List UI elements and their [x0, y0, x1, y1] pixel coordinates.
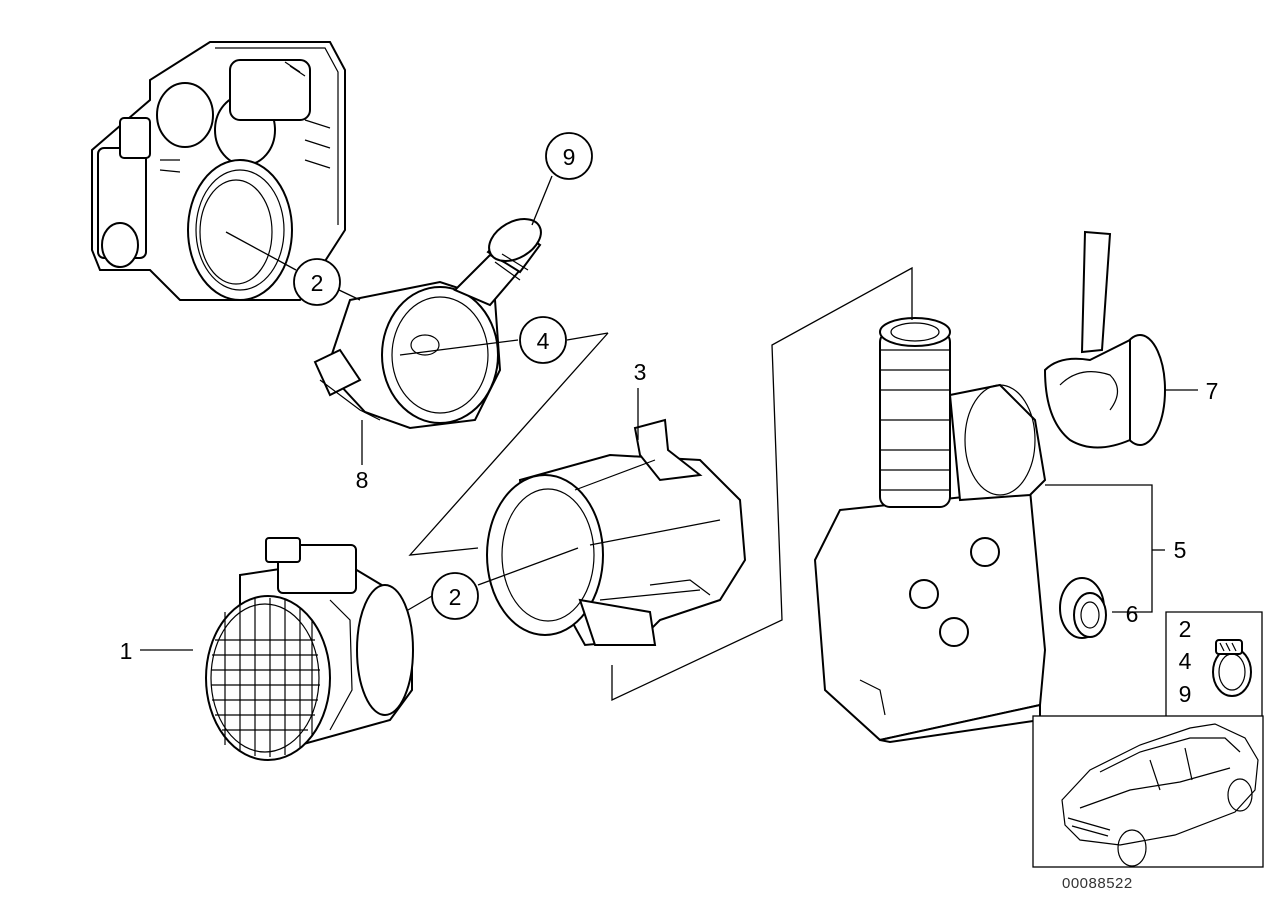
clamp-legend-item: 4 [1179, 648, 1192, 674]
callout-1: 1 [120, 638, 133, 664]
intake-elbow [313, 218, 542, 430]
hose-clamp-icon [1212, 639, 1252, 697]
air-duct [486, 418, 747, 647]
callout-2-bottom: 2 [431, 572, 479, 620]
diagram-number: 00088522 [1062, 875, 1133, 892]
callout-3: 3 [634, 359, 647, 385]
clamp-legend-item: 2 [1179, 616, 1192, 642]
car-silhouette-icon [1061, 723, 1259, 867]
callout-4: 4 [519, 316, 567, 364]
callout-2-top: 2 [293, 258, 341, 306]
air-flow-meter [205, 537, 414, 761]
callout-6: 6 [1126, 601, 1139, 627]
callout-5: 5 [1174, 537, 1187, 563]
throttle-body [91, 41, 346, 301]
callout-label: 2 [449, 584, 462, 610]
callout-7: 7 [1206, 378, 1219, 404]
callout-9: 9 [545, 132, 593, 180]
flow-meter-screen [211, 598, 320, 757]
hose-clamp-large [1043, 230, 1166, 449]
callout-label: 2 [311, 270, 324, 296]
leader-lines [140, 175, 1198, 702]
clamp-legend-item: 9 [1179, 681, 1192, 707]
intake-silencer [813, 317, 1047, 744]
callout-label: 9 [563, 144, 576, 170]
grommet [1059, 577, 1107, 639]
callout-8: 8 [356, 467, 369, 493]
clamp-legend-box: 2 4 9 [1165, 611, 1263, 716]
callout-label: 4 [537, 328, 550, 354]
vehicle-thumbnail [1032, 715, 1264, 868]
